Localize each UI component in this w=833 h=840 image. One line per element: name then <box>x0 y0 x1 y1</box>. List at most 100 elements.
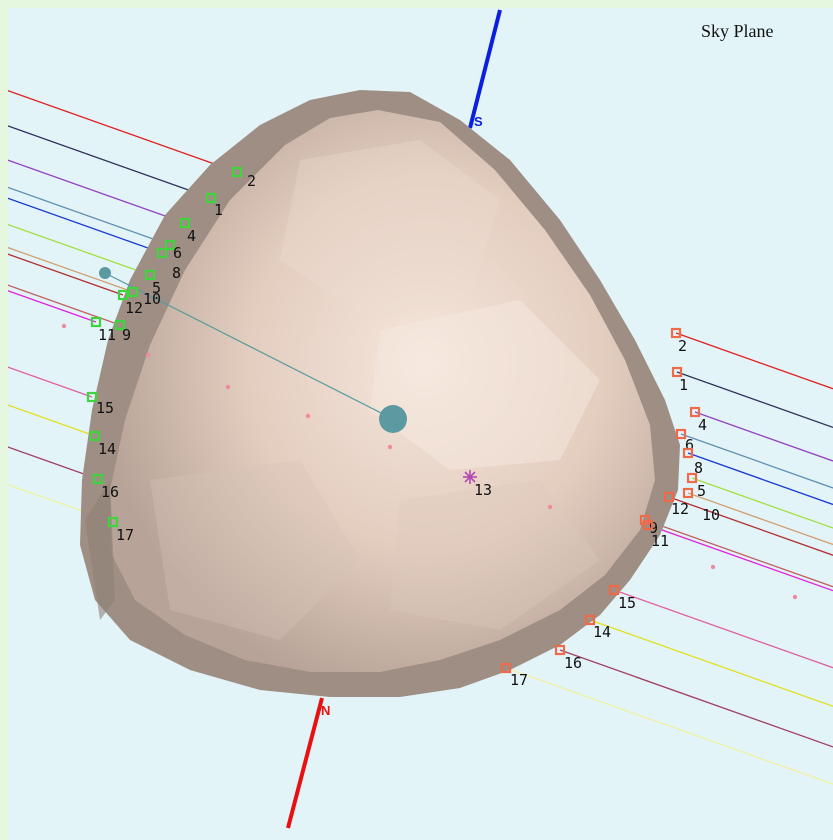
entry-marker-10 <box>127 286 139 298</box>
entry-label-12: 12 <box>125 299 143 317</box>
exit-label-11: 11 <box>651 532 669 550</box>
entry-label-4: 4 <box>187 227 196 245</box>
chord-line-right-9 <box>644 519 833 588</box>
entry-marker-15 <box>86 391 98 403</box>
chord-line-right-1 <box>676 371 833 428</box>
star-label: 13 <box>474 481 492 499</box>
entry-marker-17 <box>107 516 119 528</box>
chord-line-right-6 <box>680 433 833 489</box>
chord-line-right-8 <box>687 452 833 506</box>
north-axis-line <box>286 697 324 829</box>
entry-label-10: 10 <box>143 290 161 308</box>
chord-line-right-14 <box>589 619 833 707</box>
chord-line-left-9 <box>8 284 121 326</box>
entry-marker-8 <box>156 247 168 259</box>
north-axis-label: N <box>321 703 330 718</box>
entry-label-2: 2 <box>247 172 256 190</box>
chord-line-left-11 <box>8 290 97 323</box>
asteroid-shape <box>80 90 680 697</box>
entry-label-11: 11 <box>98 326 116 344</box>
exit-label-15: 15 <box>618 594 636 612</box>
entry-marker-12 <box>117 289 129 301</box>
exit-marker-15 <box>608 584 620 596</box>
entry-label-14: 14 <box>98 440 116 458</box>
entry-marker-14 <box>89 430 101 442</box>
observer-connector-line <box>104 272 394 420</box>
exit-label-14: 14 <box>593 623 611 641</box>
entry-label-17: 17 <box>116 526 134 544</box>
exit-label-17: 17 <box>510 671 528 689</box>
exit-label-4: 4 <box>698 416 707 434</box>
exit-label-5: 5 <box>697 482 706 500</box>
chord-line-right-5 <box>691 477 833 529</box>
pink-points <box>61 323 798 600</box>
exit-marker-17 <box>500 662 512 674</box>
exit-label-8: 8 <box>694 459 703 477</box>
chord-line-right-10 <box>687 492 833 546</box>
chord-line-right-15 <box>613 589 833 669</box>
entry-label-16: 16 <box>101 483 119 501</box>
entry-label-8: 8 <box>172 264 181 282</box>
exit-label-1: 1 <box>679 376 688 394</box>
chord-line-right-2 <box>675 332 833 390</box>
exit-marker-1 <box>671 366 683 378</box>
entry-label-5: 5 <box>152 279 161 297</box>
entry-marker-4 <box>179 217 191 229</box>
chord-line-left-10 <box>8 246 134 293</box>
exit-marker-14 <box>584 614 596 626</box>
chord-line-left-2 <box>8 90 238 173</box>
exit-marker-5 <box>686 472 698 484</box>
exit-marker-4 <box>689 406 701 418</box>
chord-line-right-16 <box>559 649 833 748</box>
exit-chord-lines <box>505 332 833 785</box>
exit-marker-6 <box>675 428 687 440</box>
exit-label-10: 10 <box>702 506 720 524</box>
entry-marker-11 <box>90 316 102 328</box>
observer-large-dot <box>379 405 407 433</box>
exit-marker-10 <box>682 487 694 499</box>
chord-line-right-4 <box>694 411 833 462</box>
exit-marker-11 <box>642 519 654 531</box>
south-axis-line <box>468 9 502 129</box>
chord-line-left-16 <box>8 446 99 480</box>
chord-line-left-12 <box>8 253 124 296</box>
entry-marker-6 <box>164 239 176 251</box>
chord-line-left-14 <box>8 404 96 437</box>
entry-label-1: 1 <box>214 201 223 219</box>
chord-line-left-6 <box>8 186 171 246</box>
exit-marker-12 <box>663 491 675 503</box>
entry-marker-9 <box>114 319 126 331</box>
view-title: Sky Plane <box>701 21 774 41</box>
chord-line-left-15 <box>8 366 93 398</box>
entry-label-15: 15 <box>96 399 114 417</box>
exit-label-12: 12 <box>671 500 689 518</box>
exit-label-9: 9 <box>649 519 658 537</box>
exit-marker-2 <box>670 327 682 339</box>
observer-small-dot <box>99 267 111 279</box>
star-marker-icon <box>463 470 477 484</box>
chord-line-left-1 <box>8 125 212 199</box>
chord-line-right-17 <box>505 667 833 785</box>
south-axis-label: S <box>474 114 483 129</box>
entry-marker-2 <box>231 166 243 178</box>
exit-marker-16 <box>554 644 566 656</box>
entry-label-6: 6 <box>173 244 182 262</box>
exit-marker-8 <box>682 447 694 459</box>
entry-label-9: 9 <box>122 326 131 344</box>
chord-line-left-8 <box>8 197 163 254</box>
entry-marker-1 <box>205 192 217 204</box>
exit-label-16: 16 <box>564 654 582 672</box>
chord-line-left-5 <box>8 223 151 276</box>
chord-line-right-11 <box>647 524 833 592</box>
entry-marker-5 <box>144 269 156 281</box>
entry-marker-16 <box>92 473 104 485</box>
chord-line-left-4 <box>8 159 186 224</box>
exit-label-2: 2 <box>678 337 687 355</box>
exit-label-6: 6 <box>685 436 694 454</box>
chord-line-right-12 <box>668 496 833 556</box>
